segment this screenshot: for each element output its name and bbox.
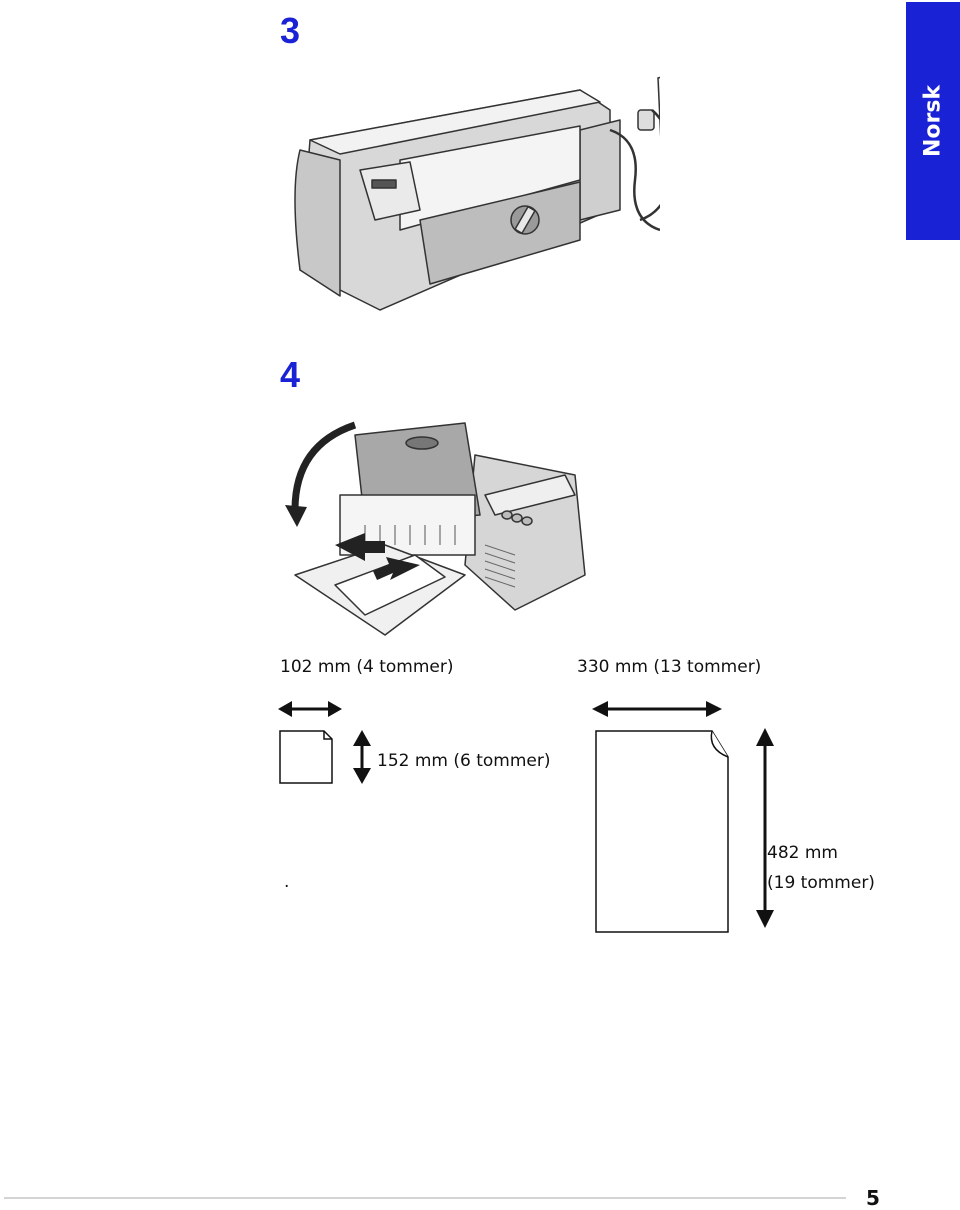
- large-paper-height-label-line1: 482 mm: [767, 843, 838, 863]
- printer-paper-tray-illustration: [285, 421, 586, 636]
- small-paper-width-label: 102 mm (4 tommer): [280, 657, 454, 677]
- large-width-arrow: [592, 701, 722, 717]
- large-paper-sheet: [595, 730, 729, 933]
- small-height-arrow: [353, 730, 371, 784]
- step-3-number: 3: [280, 10, 301, 51]
- large-paper-width-label: 330 mm (13 tommer): [577, 657, 762, 677]
- footer-rule: [4, 1197, 846, 1199]
- printer-rear-power-illustration: [294, 76, 660, 311]
- large-paper-height-label-line2: (19 tommer): [767, 873, 875, 893]
- language-tab-label: Norsk: [920, 84, 946, 158]
- language-tab: Norsk: [906, 2, 960, 240]
- step-4-number: 4: [280, 354, 301, 395]
- small-paper-sheet: [279, 730, 333, 784]
- page-number: 5: [866, 1186, 880, 1210]
- stray-mark: .: [284, 872, 290, 892]
- small-paper-height-label: 152 mm (6 tommer): [377, 751, 551, 771]
- small-width-arrow: [278, 701, 342, 717]
- large-height-arrow: [756, 728, 774, 928]
